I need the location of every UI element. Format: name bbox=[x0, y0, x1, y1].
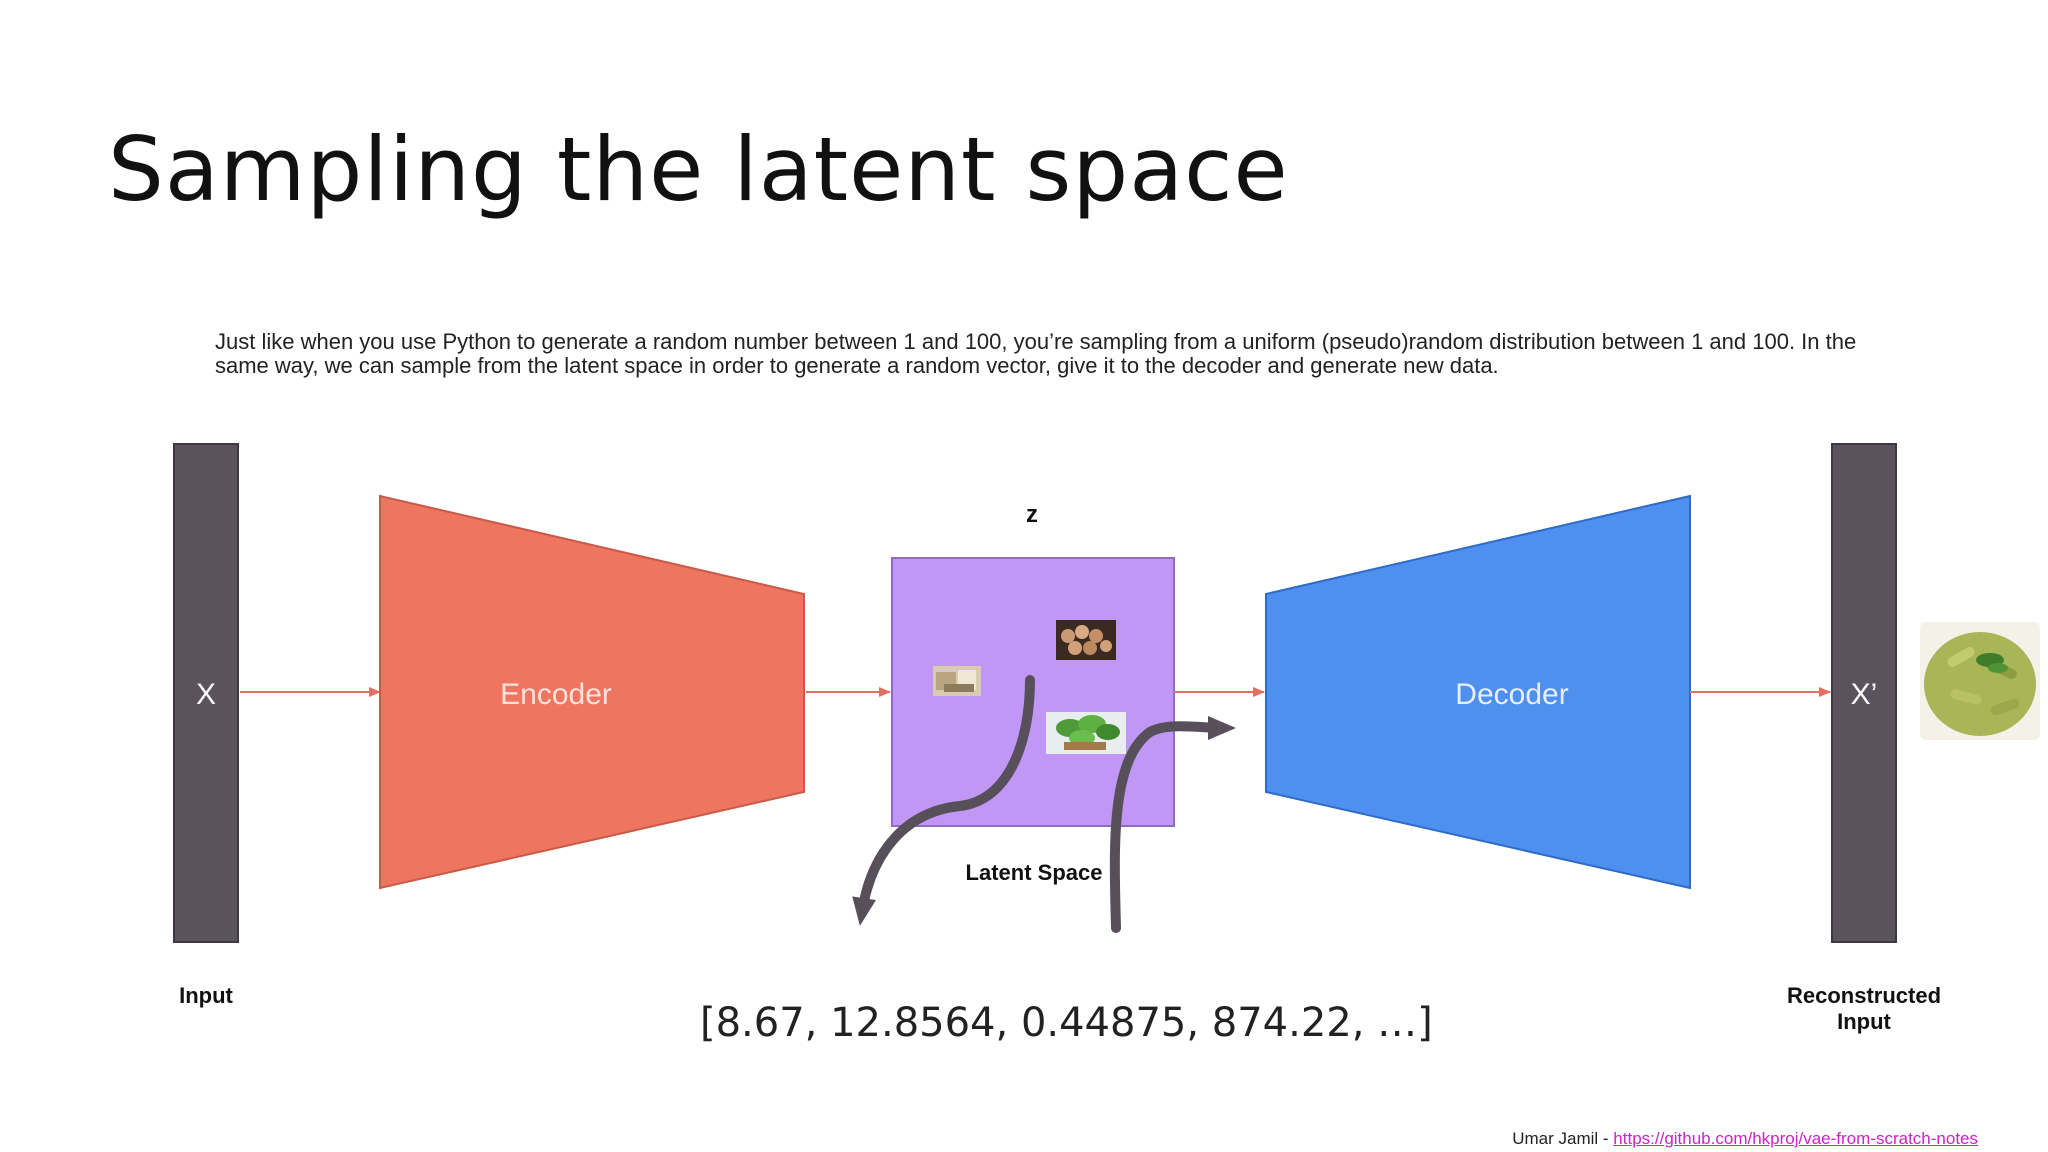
thumbnail-eggs-image bbox=[1056, 620, 1116, 660]
reconstructed-input-label: Reconstructed Input bbox=[1784, 983, 1944, 1035]
footer-author: Umar Jamil - bbox=[1512, 1129, 1614, 1148]
input-bar bbox=[173, 443, 239, 943]
thumbnail-basil-image bbox=[1046, 712, 1126, 754]
slide-description: Just like when you use Python to generat… bbox=[215, 329, 1857, 378]
reconstructed-label-line2: Input bbox=[1837, 1009, 1891, 1034]
thumbnail-grain-image bbox=[933, 666, 981, 696]
output-bar-symbol: X’ bbox=[1851, 678, 1878, 711]
latent-space-label: Latent Space bbox=[966, 860, 1103, 885]
z-label: z bbox=[1026, 501, 1038, 528]
sampled-vector: [8.67, 12.8564, 0.44875, 874.22, …] bbox=[700, 1000, 1433, 1046]
slide-title: Sampling the latent space bbox=[108, 118, 1289, 221]
input-label: Input bbox=[179, 983, 233, 1008]
reconstructed-pasta-image bbox=[1920, 622, 2040, 740]
decoder-block bbox=[1265, 494, 1691, 890]
decoder-label: Decoder bbox=[1455, 678, 1568, 711]
output-bar bbox=[1831, 443, 1897, 943]
encoder-label: Encoder bbox=[500, 678, 612, 711]
encoder-block bbox=[379, 494, 805, 890]
footer-credit: Umar Jamil - https://github.com/hkproj/v… bbox=[1512, 1129, 1978, 1149]
sampling-curve-out bbox=[852, 675, 1035, 926]
input-bar-symbol: X bbox=[196, 678, 216, 711]
footer-link[interactable]: https://github.com/hkproj/vae-from-scrat… bbox=[1613, 1129, 1978, 1148]
reconstructed-label-line1: Reconstructed bbox=[1786, 983, 1942, 1008]
sampling-curve-in bbox=[1109, 715, 1236, 933]
